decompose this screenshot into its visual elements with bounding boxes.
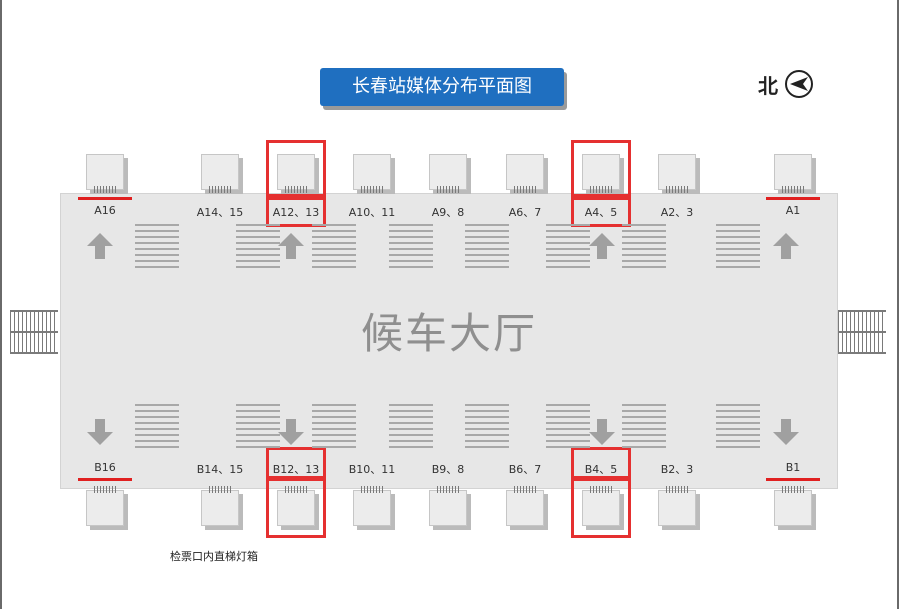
bottom-stair: [658, 490, 696, 526]
waiting-hall: [60, 193, 838, 489]
up-arrow-icon: [278, 233, 304, 259]
bottom-stair: [774, 490, 812, 526]
bottom-gate-label: B1: [785, 461, 801, 474]
bottom-stair: [201, 490, 239, 526]
top-gate-label: A4、5: [584, 206, 618, 219]
top-stair: [774, 154, 812, 190]
bottom-highlight-line: [766, 478, 820, 481]
east-entrance-gate: [838, 310, 886, 354]
bottom-gate-label: B10、11: [348, 463, 396, 476]
top-gate-label: A16: [94, 204, 116, 217]
legend-note: 检票口内直梯灯箱: [170, 550, 258, 563]
up-arrow-icon: [87, 233, 113, 259]
seating-block: [716, 224, 760, 272]
seating-block: [389, 224, 433, 272]
top-turnstile: [437, 186, 459, 193]
top-stair: [201, 154, 239, 190]
top-highlight-line: [766, 197, 820, 200]
frame-border-right: [897, 0, 899, 609]
bottom-highlight-label-box: [571, 478, 631, 538]
bottom-turnstile: [361, 486, 383, 493]
down-arrow-icon: [278, 419, 304, 445]
frame-border-left: [0, 0, 2, 609]
bottom-turnstile: [285, 486, 307, 493]
top-stair: [429, 154, 467, 190]
bottom-turnstile: [782, 486, 804, 493]
seating-block: [312, 404, 356, 452]
top-gate-label: A12、13: [272, 206, 320, 219]
seating-block: [622, 404, 666, 452]
top-turnstile: [782, 186, 804, 193]
waiting-hall-label: 候车大厅: [360, 309, 537, 358]
top-turnstile: [209, 186, 231, 193]
top-stair: [86, 154, 124, 190]
up-arrow-icon: [589, 233, 615, 259]
top-stair: [353, 154, 391, 190]
top-gate-label: A9、8: [431, 206, 465, 219]
bottom-stair: [277, 490, 315, 526]
top-turnstile: [514, 186, 536, 193]
bottom-highlight-box: [266, 447, 326, 479]
seating-block: [716, 404, 760, 452]
west-entrance-gate: [10, 310, 58, 354]
bottom-turnstile: [437, 486, 459, 493]
top-highlight-box: [571, 140, 631, 197]
bottom-gate-label: B4、5: [584, 463, 618, 476]
top-turnstile: [361, 186, 383, 193]
seating-block: [135, 224, 179, 272]
seating-block: [622, 224, 666, 272]
bottom-highlight-box: [571, 447, 631, 479]
top-gate-label: A6、7: [508, 206, 542, 219]
bottom-stair: [353, 490, 391, 526]
seating-block: [546, 404, 590, 452]
bottom-stair: [582, 490, 620, 526]
top-gate-label: A10、11: [348, 206, 396, 219]
bottom-stair: [86, 490, 124, 526]
bottom-gate-label: B6、7: [508, 463, 542, 476]
down-arrow-icon: [589, 419, 615, 445]
bottom-turnstile: [666, 486, 688, 493]
top-gate-label: A1: [785, 204, 801, 217]
north-indicator: 北: [758, 69, 814, 99]
down-arrow-icon: [87, 419, 113, 445]
bottom-highlight-line: [78, 478, 132, 481]
top-highlight-box: [266, 140, 326, 197]
top-turnstile: [590, 186, 612, 193]
seating-block: [135, 404, 179, 452]
bottom-turnstile: [514, 486, 536, 493]
top-turnstile: [94, 186, 116, 193]
bottom-gate-label: B9、8: [431, 463, 465, 476]
top-gate-label: A2、3: [660, 206, 694, 219]
up-arrow-icon: [773, 233, 799, 259]
top-stair: [506, 154, 544, 190]
top-highlight-label-box: [571, 197, 631, 227]
top-stair: [658, 154, 696, 190]
map-title: 长春站媒体分布平面图: [320, 68, 564, 106]
bottom-turnstile: [94, 486, 116, 493]
north-arrow-icon: [785, 70, 813, 98]
top-turnstile: [666, 186, 688, 193]
down-arrow-icon: [773, 419, 799, 445]
bottom-gate-label: B16: [94, 461, 116, 474]
bottom-gate-label: B12、13: [272, 463, 320, 476]
seating-block: [465, 224, 509, 272]
north-label: 北: [758, 73, 778, 98]
seating-block: [236, 404, 280, 452]
bottom-stair: [429, 490, 467, 526]
top-turnstile: [285, 186, 307, 193]
top-highlight-line: [78, 197, 132, 200]
bottom-highlight-label-box: [266, 478, 326, 538]
top-highlight-label-box: [266, 197, 326, 227]
bottom-turnstile: [209, 486, 231, 493]
seating-block: [546, 224, 590, 272]
bottom-gate-label: B2、3: [660, 463, 694, 476]
seating-block: [236, 224, 280, 272]
seating-block: [389, 404, 433, 452]
seating-block: [312, 224, 356, 272]
seating-block: [465, 404, 509, 452]
bottom-gate-label: B14、15: [196, 463, 244, 476]
bottom-stair: [506, 490, 544, 526]
top-gate-label: A14、15: [196, 206, 244, 219]
bottom-turnstile: [590, 486, 612, 493]
